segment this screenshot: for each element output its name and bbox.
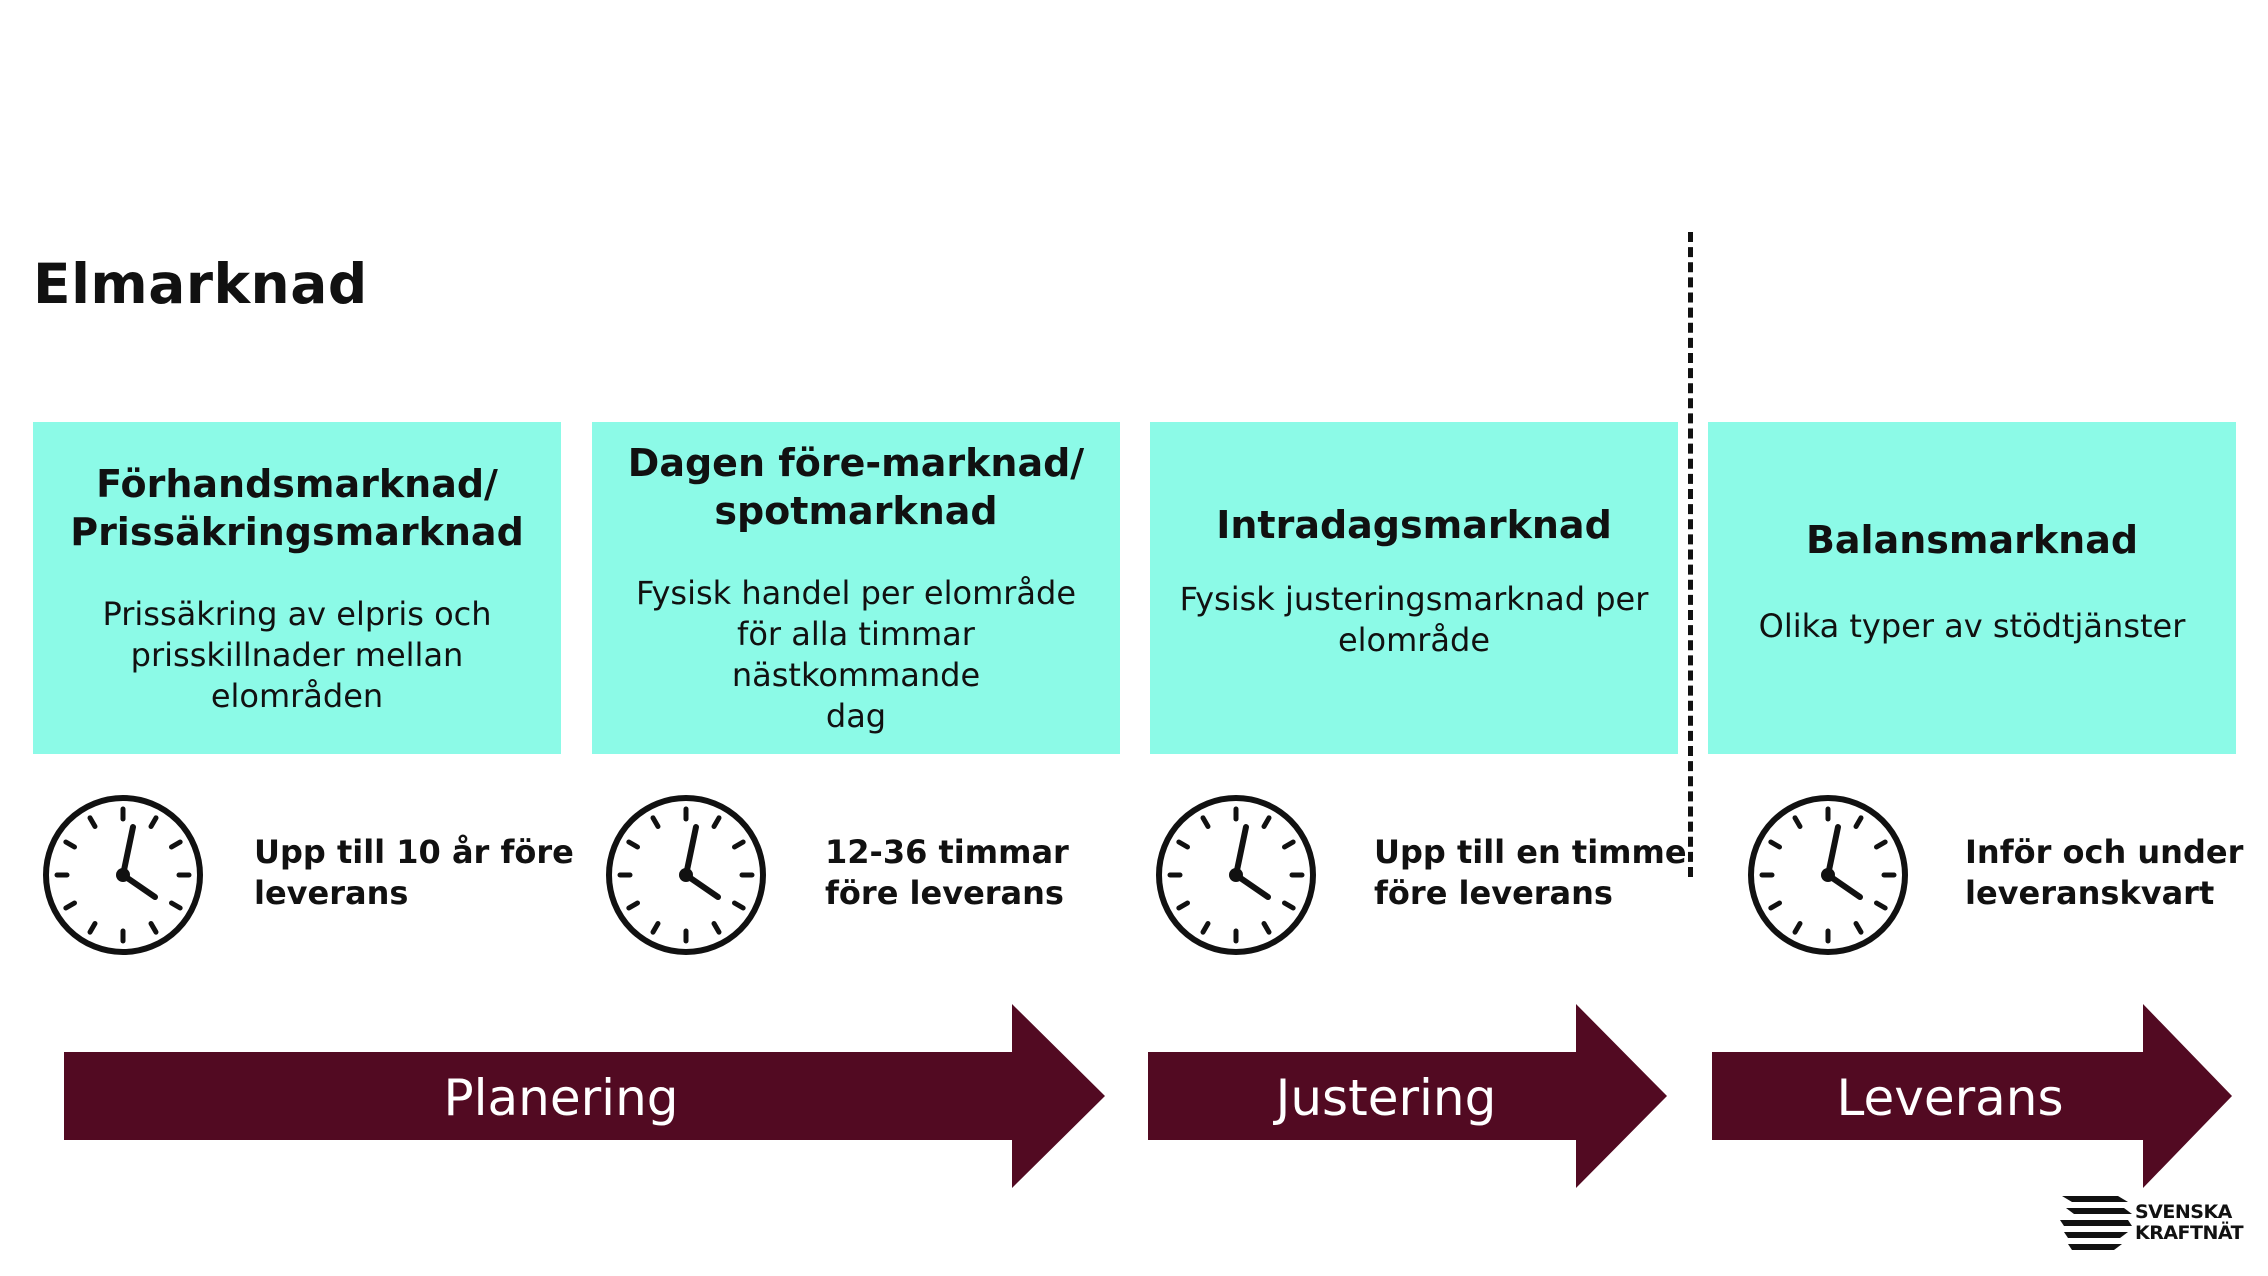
arrow-planering bbox=[64, 1004, 1105, 1188]
phase-label-leverans: Leverans bbox=[1836, 1069, 2064, 1127]
arrow-justering bbox=[1148, 1004, 1667, 1188]
market-box-balansmarknad: Balansmarknad Olika typer av stödtjänste… bbox=[1708, 422, 2236, 754]
market-description: Prissäkring av elpris och prisskillnader… bbox=[102, 594, 492, 715]
market-title: Balansmarknad bbox=[1805, 517, 2139, 562]
timing-text: Upp till 10 år före leverans bbox=[254, 833, 574, 912]
timing-text: 12-36 timmar före leverans bbox=[825, 833, 1069, 912]
market-box-intradag: Intradagsmarknad Fysisk justeringsmarkna… bbox=[1150, 422, 1678, 754]
timing-text: Upp till en timme före leverans bbox=[1374, 833, 1687, 912]
market-box-dagen-fore: Dagen före-marknad/ spotmarknad Fysisk h… bbox=[592, 422, 1120, 754]
phase-label-justering: Justering bbox=[1275, 1069, 1497, 1127]
market-description: Fysisk justeringsmarknad per elområde bbox=[1179, 580, 1649, 659]
logo-wordmark: SVENSKA KRAFTNÄT bbox=[2135, 1201, 2244, 1244]
delivery-divider-line bbox=[1688, 232, 1693, 877]
clock-icon bbox=[1156, 795, 1316, 955]
clock-icon bbox=[1748, 795, 1908, 955]
market-title: Dagen före-marknad/ spotmarknad bbox=[627, 441, 1085, 533]
logo-line-1: SVENSKA bbox=[2135, 1201, 2232, 1223]
logo-line-2: KRAFTNÄT bbox=[2135, 1222, 2244, 1244]
clock-icon bbox=[606, 795, 766, 955]
market-title: Förhandsmarknad/ Prissäkringsmarknad bbox=[70, 461, 524, 554]
phase-label-planering: Planering bbox=[443, 1069, 679, 1127]
page-title: Elmarknad bbox=[33, 252, 368, 316]
timing-text: Inför och under leveranskvart bbox=[1965, 833, 2244, 912]
market-description: Olika typer av stödtjänster bbox=[1758, 606, 2186, 645]
svenska-kraftnat-logo-icon bbox=[2060, 1196, 2132, 1250]
arrow-leverans bbox=[1712, 1004, 2232, 1188]
market-title: Intradagsmarknad bbox=[1216, 503, 1612, 547]
market-box-forhandsmarknad: Förhandsmarknad/ Prissäkringsmarknad Pri… bbox=[33, 422, 561, 754]
market-description: Fysisk handel per elområde för alla timm… bbox=[636, 574, 1076, 735]
clock-icon bbox=[43, 795, 203, 955]
